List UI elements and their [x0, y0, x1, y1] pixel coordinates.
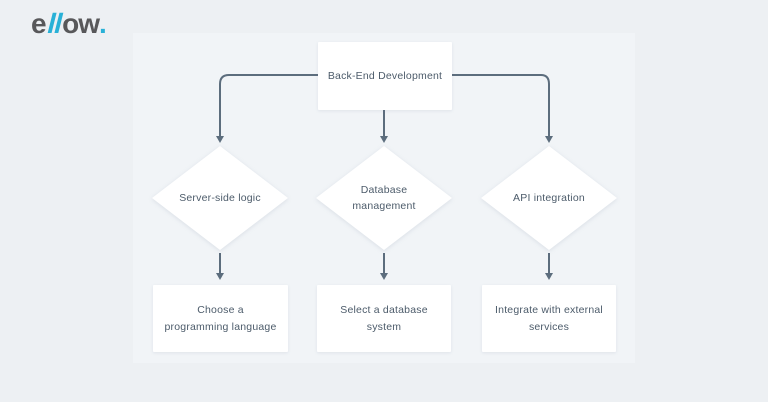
decision-server-side-logic: Server-side logic: [152, 146, 288, 250]
node-label: Back-End Development: [327, 69, 443, 82]
node-label: Integrate with external services: [495, 304, 603, 333]
decision-api-integration: API integration: [481, 146, 617, 250]
node-back-end-development: Back-End Development: [318, 42, 452, 110]
node-label: Server-side logic: [179, 191, 261, 204]
node-label: Choose a programming language: [164, 304, 277, 333]
node-label: Database management: [352, 183, 416, 212]
logo-dot: .: [99, 8, 107, 39]
diamond-shape: Server-side logic: [152, 146, 288, 250]
node-label: Select a database system: [340, 304, 428, 333]
action-select-database-system: Select a database system: [317, 285, 451, 352]
logo-text-e: e: [31, 8, 47, 39]
action-choose-programming-language: Choose a programming language: [153, 285, 288, 352]
node-label: API integration: [513, 191, 585, 204]
diamond-shape: API integration: [481, 146, 617, 250]
logo-text-ow: ow: [62, 8, 100, 39]
decision-database-management: Database management: [316, 146, 452, 250]
ellow-logo: e ll ow .: [31, 8, 107, 39]
action-integrate-external-services: Integrate with external services: [482, 285, 616, 352]
diamond-shape: Database management: [316, 146, 452, 250]
